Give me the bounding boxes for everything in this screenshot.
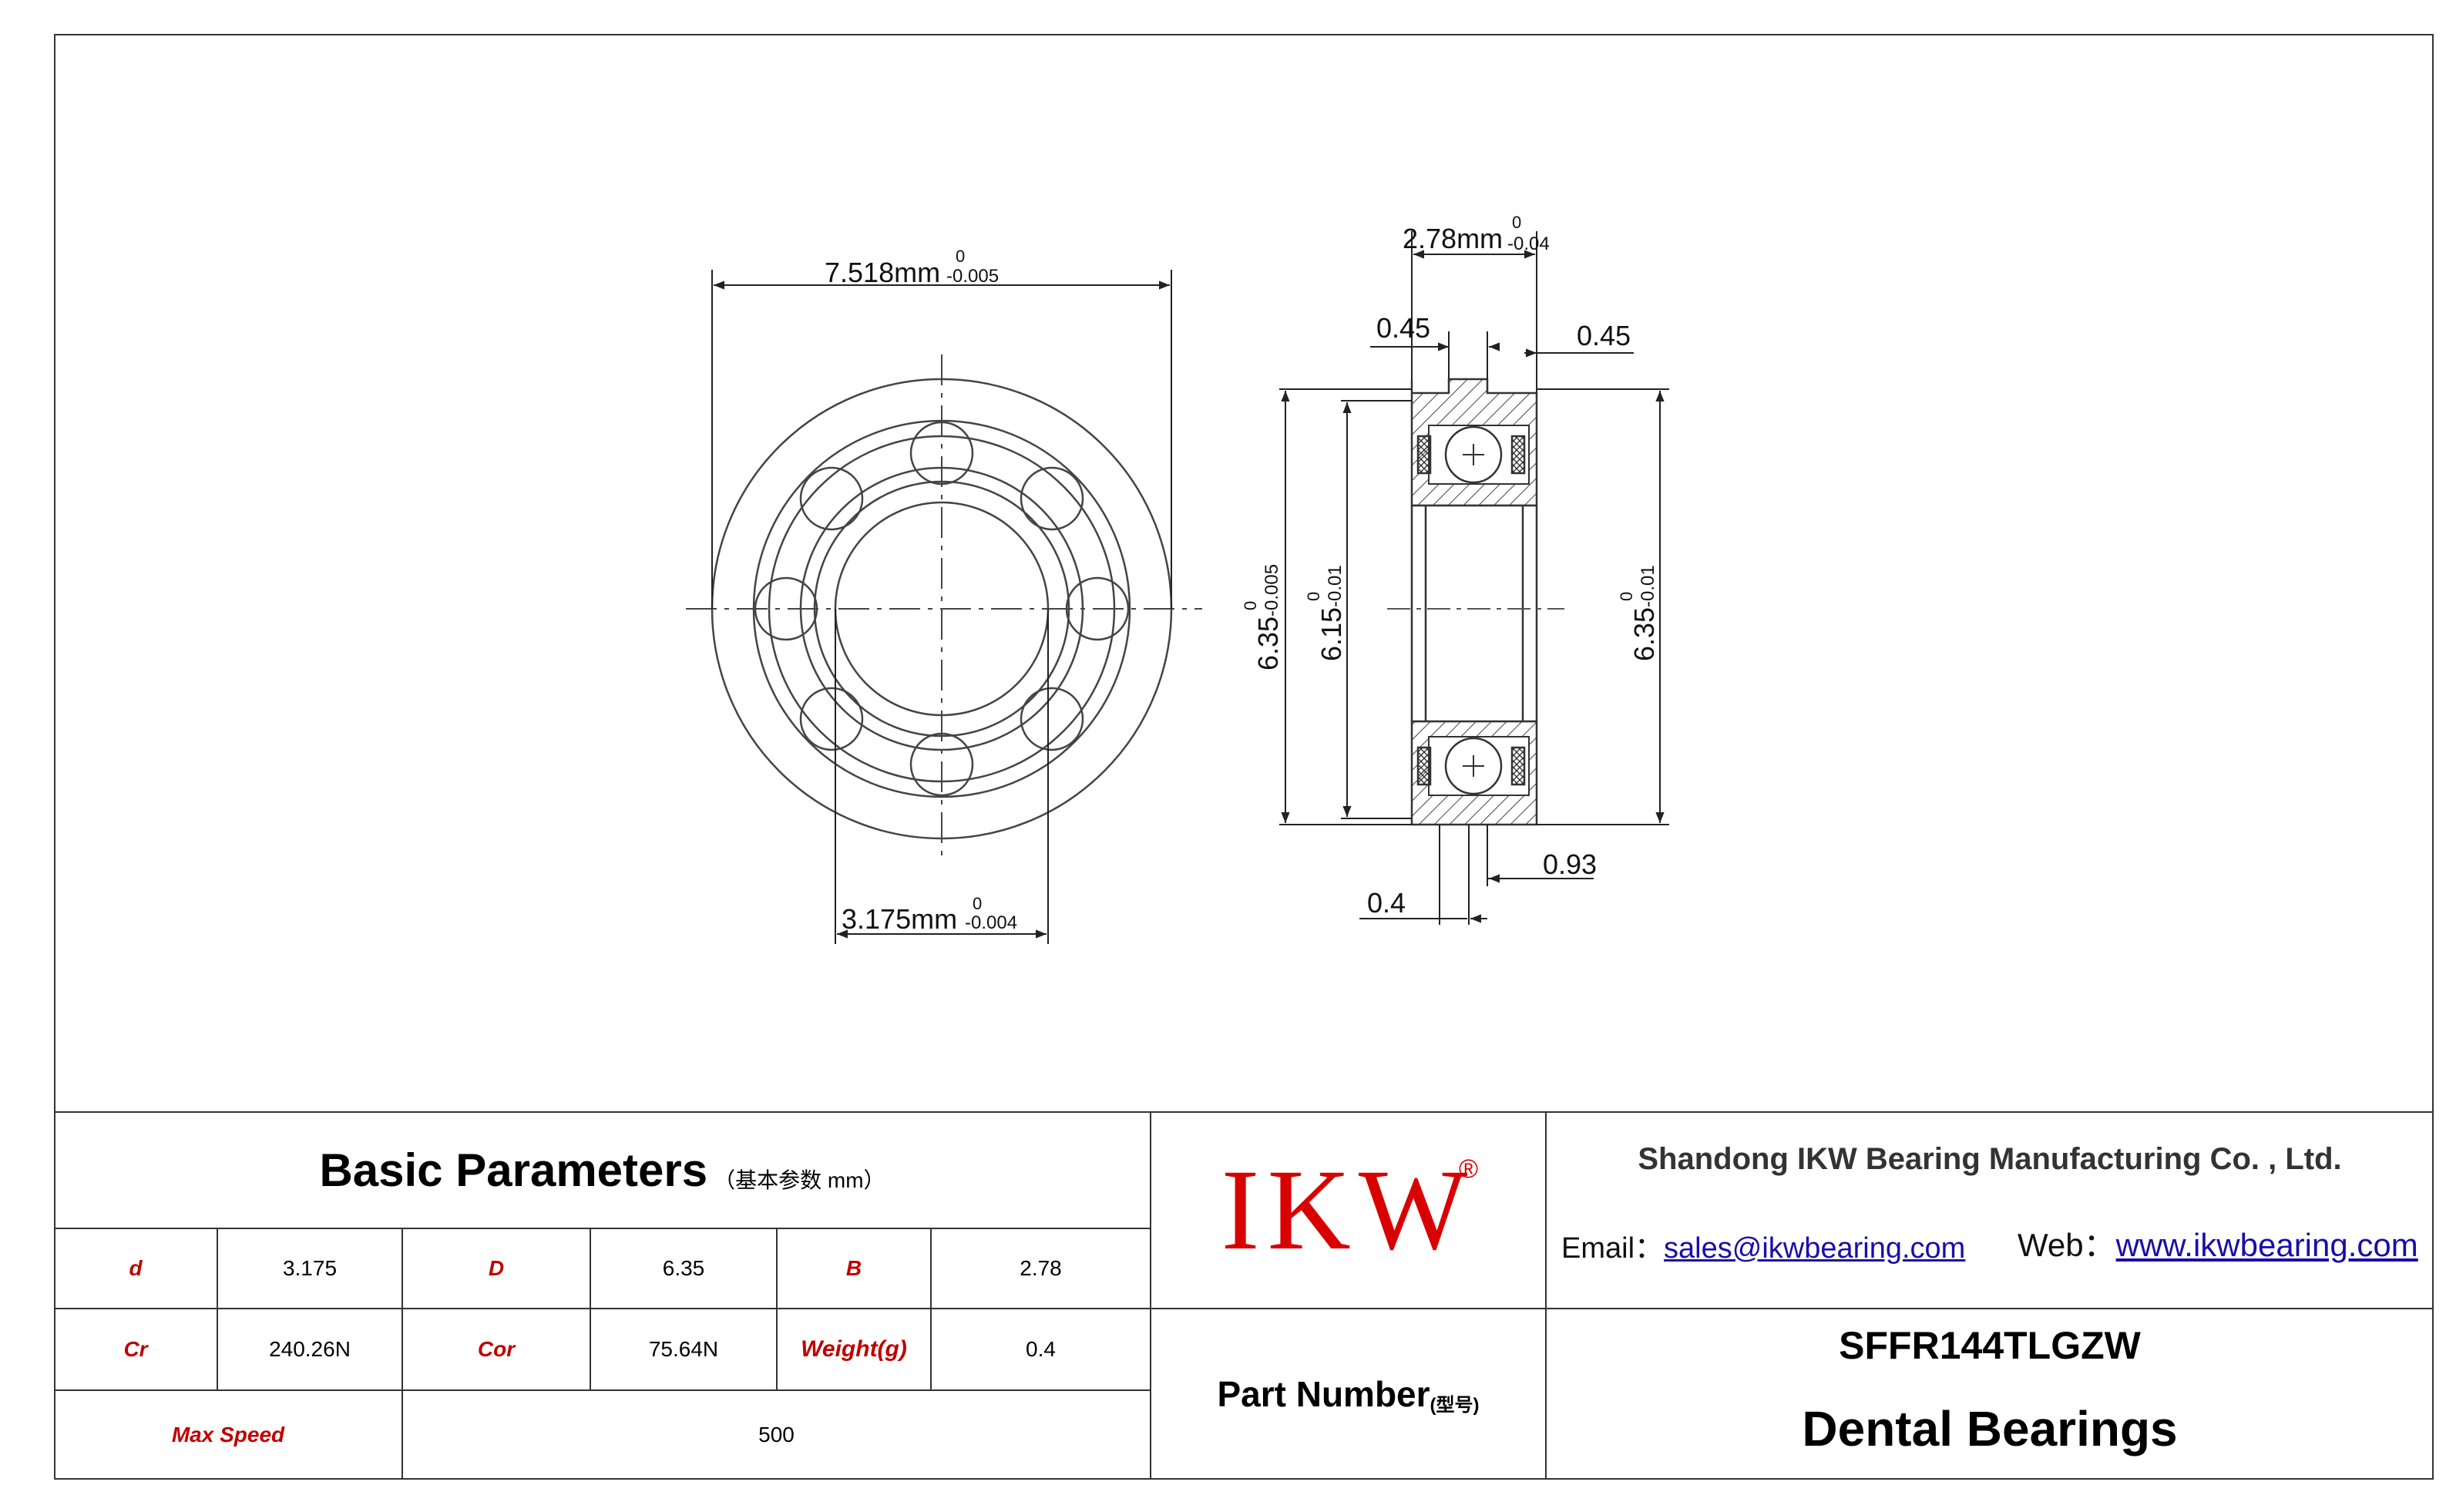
section-dimensions <box>1279 231 1669 925</box>
part-number-label: Part Number <box>1217 1374 1430 1414</box>
section-dim-labels: 2.78mm 0 -0.04 0.45 0.45 0.93 0.4 <box>1367 213 1631 919</box>
dia-outer-left-tol-lower: -0.005 <box>1262 564 1282 617</box>
part-number-note: (型号) <box>1430 1394 1480 1416</box>
bottom-left-label: 0.4 <box>1367 887 1406 919</box>
basic-parameters-note: （基本参数 mm） <box>714 1168 885 1192</box>
max-speed-value: 500 <box>758 1423 795 1446</box>
email-row: Email：sales@ikwbearing.com <box>1561 1224 1965 1266</box>
product-name: Dental Bearings <box>1802 1401 2178 1457</box>
cr-label: Cr <box>123 1337 148 1361</box>
front-view <box>686 354 1202 855</box>
part-number-value: SFFR144TLGZW <box>1839 1324 2141 1367</box>
width-tol-upper: 0 <box>1512 213 1521 232</box>
B-label: B <box>845 1256 862 1280</box>
part-number-cell: SFFR144TLGZW <box>1546 1309 2434 1383</box>
vertical-dim-labels: 6.35 0 -0.005 6.15 0 -0.01 6.35 0 -0.01 <box>1241 564 1660 670</box>
dia-outer-left-tol-upper: 0 <box>1241 601 1260 610</box>
basic-parameters-title: Basic Parameters <box>319 1144 708 1196</box>
B-value: 2.78 <box>1020 1256 1062 1280</box>
outer-tol-lower: -0.005 <box>946 266 999 287</box>
dia-outer-left-label: 6.35 <box>1252 617 1284 670</box>
bore-tol-lower: -0.004 <box>965 912 1017 933</box>
basic-parameters-header: Basic Parameters （基本参数 mm） <box>54 1111 1151 1228</box>
web-row: Web：www.ikwbearing.com <box>2018 1219 2418 1266</box>
company-name: Shandong IKW Bearing Manufacturing Co. ,… <box>1638 1141 2342 1176</box>
part-number-label-cell: Part Number (型号) <box>1151 1309 1546 1480</box>
email-link[interactable]: sales@ikwbearing.com <box>1664 1232 1966 1265</box>
dia-outer-right-tol-lower: -0.01 <box>1638 565 1658 607</box>
ikw-logo-text: IKW <box>1221 1146 1476 1274</box>
technical-drawing: 7.518mm 0 -0.005 3.175mm 0 -0.004 <box>686 213 1669 944</box>
d-value: 3.175 <box>282 1256 338 1280</box>
bore-tol-upper: 0 <box>973 894 982 913</box>
weight-label: Weight(g) <box>801 1336 907 1362</box>
company-name-cell: Shandong IKW Bearing Manufacturing Co. ,… <box>1546 1134 2434 1184</box>
cr-value: 240.26N <box>269 1337 351 1361</box>
registered-mark: ® <box>1459 1154 1479 1184</box>
front-dimensions <box>711 270 1172 944</box>
front-dim-labels: 7.518mm 0 -0.005 3.175mm 0 -0.004 <box>825 247 1017 935</box>
width-tol-lower: -0.04 <box>1507 234 1550 254</box>
outer-dimension-label: 7.518mm <box>825 257 940 288</box>
max-speed-label: Max Speed <box>171 1423 285 1446</box>
flange-right-label: 0.45 <box>1577 320 1631 351</box>
outer-tol-upper: 0 <box>956 247 965 266</box>
dia-mid-left-tol-lower: -0.01 <box>1325 565 1346 607</box>
flange-left-label: 0.45 <box>1376 312 1430 344</box>
D-label: D <box>488 1256 505 1280</box>
D-value: 6.35 <box>662 1256 705 1280</box>
cor-value: 75.64N <box>648 1337 719 1361</box>
width-dimension-label: 2.78mm <box>1403 223 1503 254</box>
section-view <box>1410 378 1538 826</box>
d-label: d <box>129 1256 143 1280</box>
weight-value: 0.4 <box>1026 1337 1056 1361</box>
email-label: Email： <box>1561 1232 1665 1265</box>
title-block: Basic Parameters （基本参数 mm） d 3.175 D 6.3… <box>54 1111 2434 1480</box>
title-block-grid <box>54 1111 2434 1480</box>
cor-label: Cor <box>477 1337 516 1361</box>
dia-outer-right-label: 6.35 <box>1628 607 1660 661</box>
product-name-cell: Dental Bearings <box>1546 1383 2434 1475</box>
web-link[interactable]: www.ikwbearing.com <box>2115 1227 2418 1263</box>
dia-mid-left-label: 6.15 <box>1315 607 1347 661</box>
bottom-right-label: 0.93 <box>1543 848 1597 880</box>
dia-mid-left-tol-upper: 0 <box>1304 592 1323 601</box>
bore-dimension-label: 3.175mm <box>842 903 957 935</box>
dia-outer-right-tol-upper: 0 <box>1617 592 1636 601</box>
ikw-logo: IKW ® <box>1151 1111 1546 1309</box>
web-label: Web： <box>2018 1227 2116 1263</box>
